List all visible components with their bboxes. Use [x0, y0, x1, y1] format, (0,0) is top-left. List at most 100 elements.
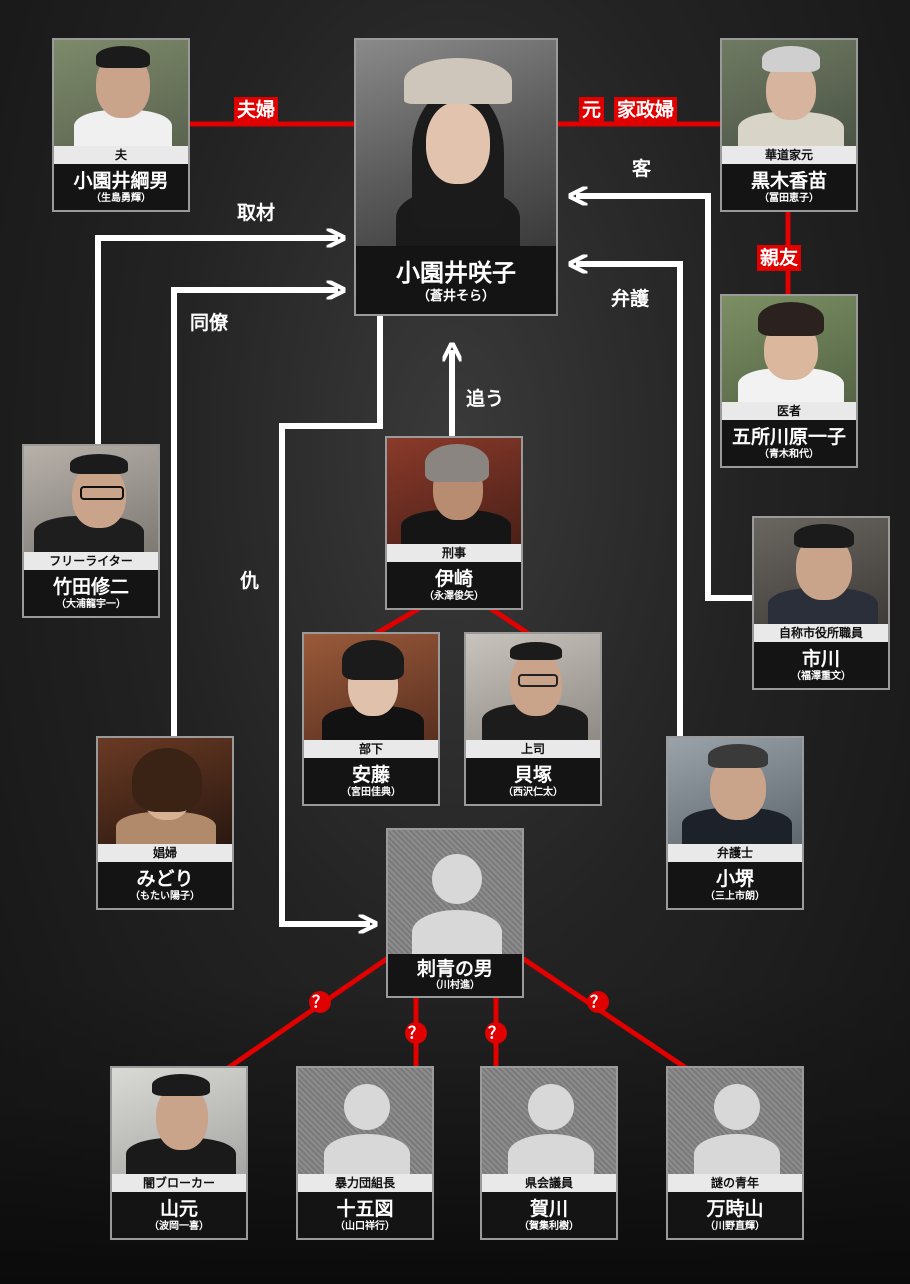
label-fufu: 夫婦 [234, 97, 279, 123]
label-moto: 元 [579, 97, 605, 123]
line-kyaku [576, 196, 752, 601]
role-label: 県会議員 [482, 1174, 616, 1192]
actor-name: （川村進） [430, 980, 480, 991]
name-box: 山元 （波岡一喜） [112, 1192, 246, 1238]
actor-name: （大浦龍宇一） [56, 599, 126, 610]
actor-name: （生島勇輝） [91, 193, 151, 204]
role-label: 上司 [466, 740, 600, 758]
actor-name: （波岡一喜） [149, 1221, 209, 1232]
name-box: 五所川原一子 （青木和代） [722, 420, 856, 466]
label-ou: 追う [466, 388, 505, 410]
label-unknown-4: ？ [587, 991, 609, 1013]
label-bengo: 弁護 [611, 288, 650, 310]
card-jugozu: 暴力団組長 十五図 （山口祥行） [296, 1066, 434, 1240]
role-label: 刑事 [387, 544, 521, 562]
silhouette-placeholder [482, 1068, 616, 1174]
name-box: 貝塚 （西沢仁太） [466, 758, 600, 804]
actor-name: （賀集利樹） [519, 1221, 579, 1232]
label-kyu: 仇 [240, 570, 260, 592]
card-tsunao: 夫 小園井綱男 （生島勇輝） [52, 38, 190, 212]
line-tattoo-yamamoto [226, 955, 390, 1071]
silhouette-placeholder [668, 1068, 802, 1174]
card-ando: 部下 安藤 （宮田佳典） [302, 632, 440, 806]
character-name: 五所川原一子 [731, 426, 846, 448]
character-name: 伊崎 [434, 568, 473, 590]
portrait-photo [304, 634, 438, 746]
character-name: 十五図 [336, 1198, 394, 1220]
name-box: 十五図 （山口祥行） [298, 1192, 432, 1238]
actor-name: （山口祥行） [335, 1221, 395, 1232]
label-unknown-3: ？ [485, 1022, 507, 1044]
role-label: 華道家元 [722, 146, 856, 164]
card-midori: 娼婦 みどり （もたい陽子） [96, 736, 234, 910]
character-name: 小園井咲子 [396, 259, 516, 287]
name-box: みどり （もたい陽子） [98, 862, 232, 908]
character-name: 市川 [801, 648, 840, 670]
label-kyaku: 客 [632, 158, 652, 180]
line-bengo [576, 264, 683, 736]
name-box: 市川 （福澤重文） [754, 642, 888, 688]
label-unknown-2: ？ [405, 1022, 427, 1044]
card-manjiyama: 謎の青年 万時山 （川野直輝） [666, 1066, 804, 1240]
actor-name: （冨田恵子） [759, 193, 819, 204]
line-izaki-ando [370, 605, 422, 639]
role-label: 弁護士 [668, 844, 802, 862]
character-name: 安藤 [351, 764, 390, 786]
name-box: 安藤 （宮田佳典） [304, 758, 438, 804]
card-kagawa: 県会議員 賀川 （賀集利樹） [480, 1066, 618, 1240]
card-ichikawa: 自称市役所職員 市川 （福澤重文） [752, 516, 890, 690]
card-izaki: 刑事 伊崎 （永澤俊矢） [385, 436, 523, 610]
portrait-photo [54, 40, 188, 150]
character-name: 小園井綱男 [73, 170, 169, 192]
actor-name: （川野直輝） [705, 1221, 765, 1232]
actor-name: （もたい陽子） [130, 891, 200, 902]
character-name: 小堺 [715, 868, 754, 890]
portrait-photo [387, 438, 521, 550]
character-name: 刺青の男 [416, 958, 493, 980]
silhouette-placeholder [298, 1068, 432, 1174]
actor-name: （蒼井そら） [416, 289, 495, 304]
portrait-photo [722, 296, 856, 408]
character-name: 黒木香苗 [750, 170, 827, 192]
role-label: フリーライター [24, 552, 158, 570]
role-label: 謎の青年 [668, 1174, 802, 1192]
character-name: 竹田修二 [52, 576, 129, 598]
line-doryo [171, 290, 338, 736]
portrait-photo [112, 1068, 246, 1178]
role-label: 自称市役所職員 [754, 624, 888, 642]
character-name: 山元 [159, 1198, 198, 1220]
card-kozakai: 弁護士 小堺 （三上市朗） [666, 736, 804, 910]
role-label: 娼婦 [98, 844, 232, 862]
label-doryo: 同僚 [190, 312, 229, 334]
silhouette-placeholder [388, 830, 522, 954]
name-box: 小堺 （三上市朗） [668, 862, 802, 908]
line-shuzai [95, 238, 338, 444]
actor-name: （三上市朗） [705, 891, 765, 902]
portrait-photo [754, 518, 888, 628]
label-kaseifu: 家政婦 [614, 97, 678, 123]
card-kuroki: 華道家元 黒木香苗 （冨田恵子） [720, 38, 858, 212]
portrait-photo [98, 738, 232, 848]
character-name: 賀川 [529, 1198, 568, 1220]
role-label: 夫 [54, 146, 188, 164]
name-box: 小園井咲子 （蒼井そら） [356, 246, 556, 314]
actor-name: （宮田佳典） [341, 787, 401, 798]
label-shinyu: 親友 [757, 245, 802, 271]
role-label: 暴力団組長 [298, 1174, 432, 1192]
actor-name: （西沢仁太） [503, 787, 563, 798]
character-name: 貝塚 [513, 764, 552, 786]
card-kaizuka: 上司 貝塚 （西沢仁太） [464, 632, 602, 806]
name-box: 黒木香苗 （冨田恵子） [722, 164, 856, 210]
card-goshogawa: 医者 五所川原一子 （青木和代） [720, 294, 858, 468]
name-box: 伊崎 （永澤俊矢） [387, 562, 521, 608]
role-label: 医者 [722, 402, 856, 420]
name-box: 刺青の男 （川村進） [388, 954, 522, 996]
character-name: みどり [136, 868, 194, 890]
portrait-photo [24, 446, 158, 556]
name-box: 賀川 （賀集利樹） [482, 1192, 616, 1238]
portrait-photo [356, 40, 556, 260]
card-tattoo-man: 刺青の男 （川村進） [386, 828, 524, 998]
name-box: 小園井綱男 （生島勇輝） [54, 164, 188, 210]
